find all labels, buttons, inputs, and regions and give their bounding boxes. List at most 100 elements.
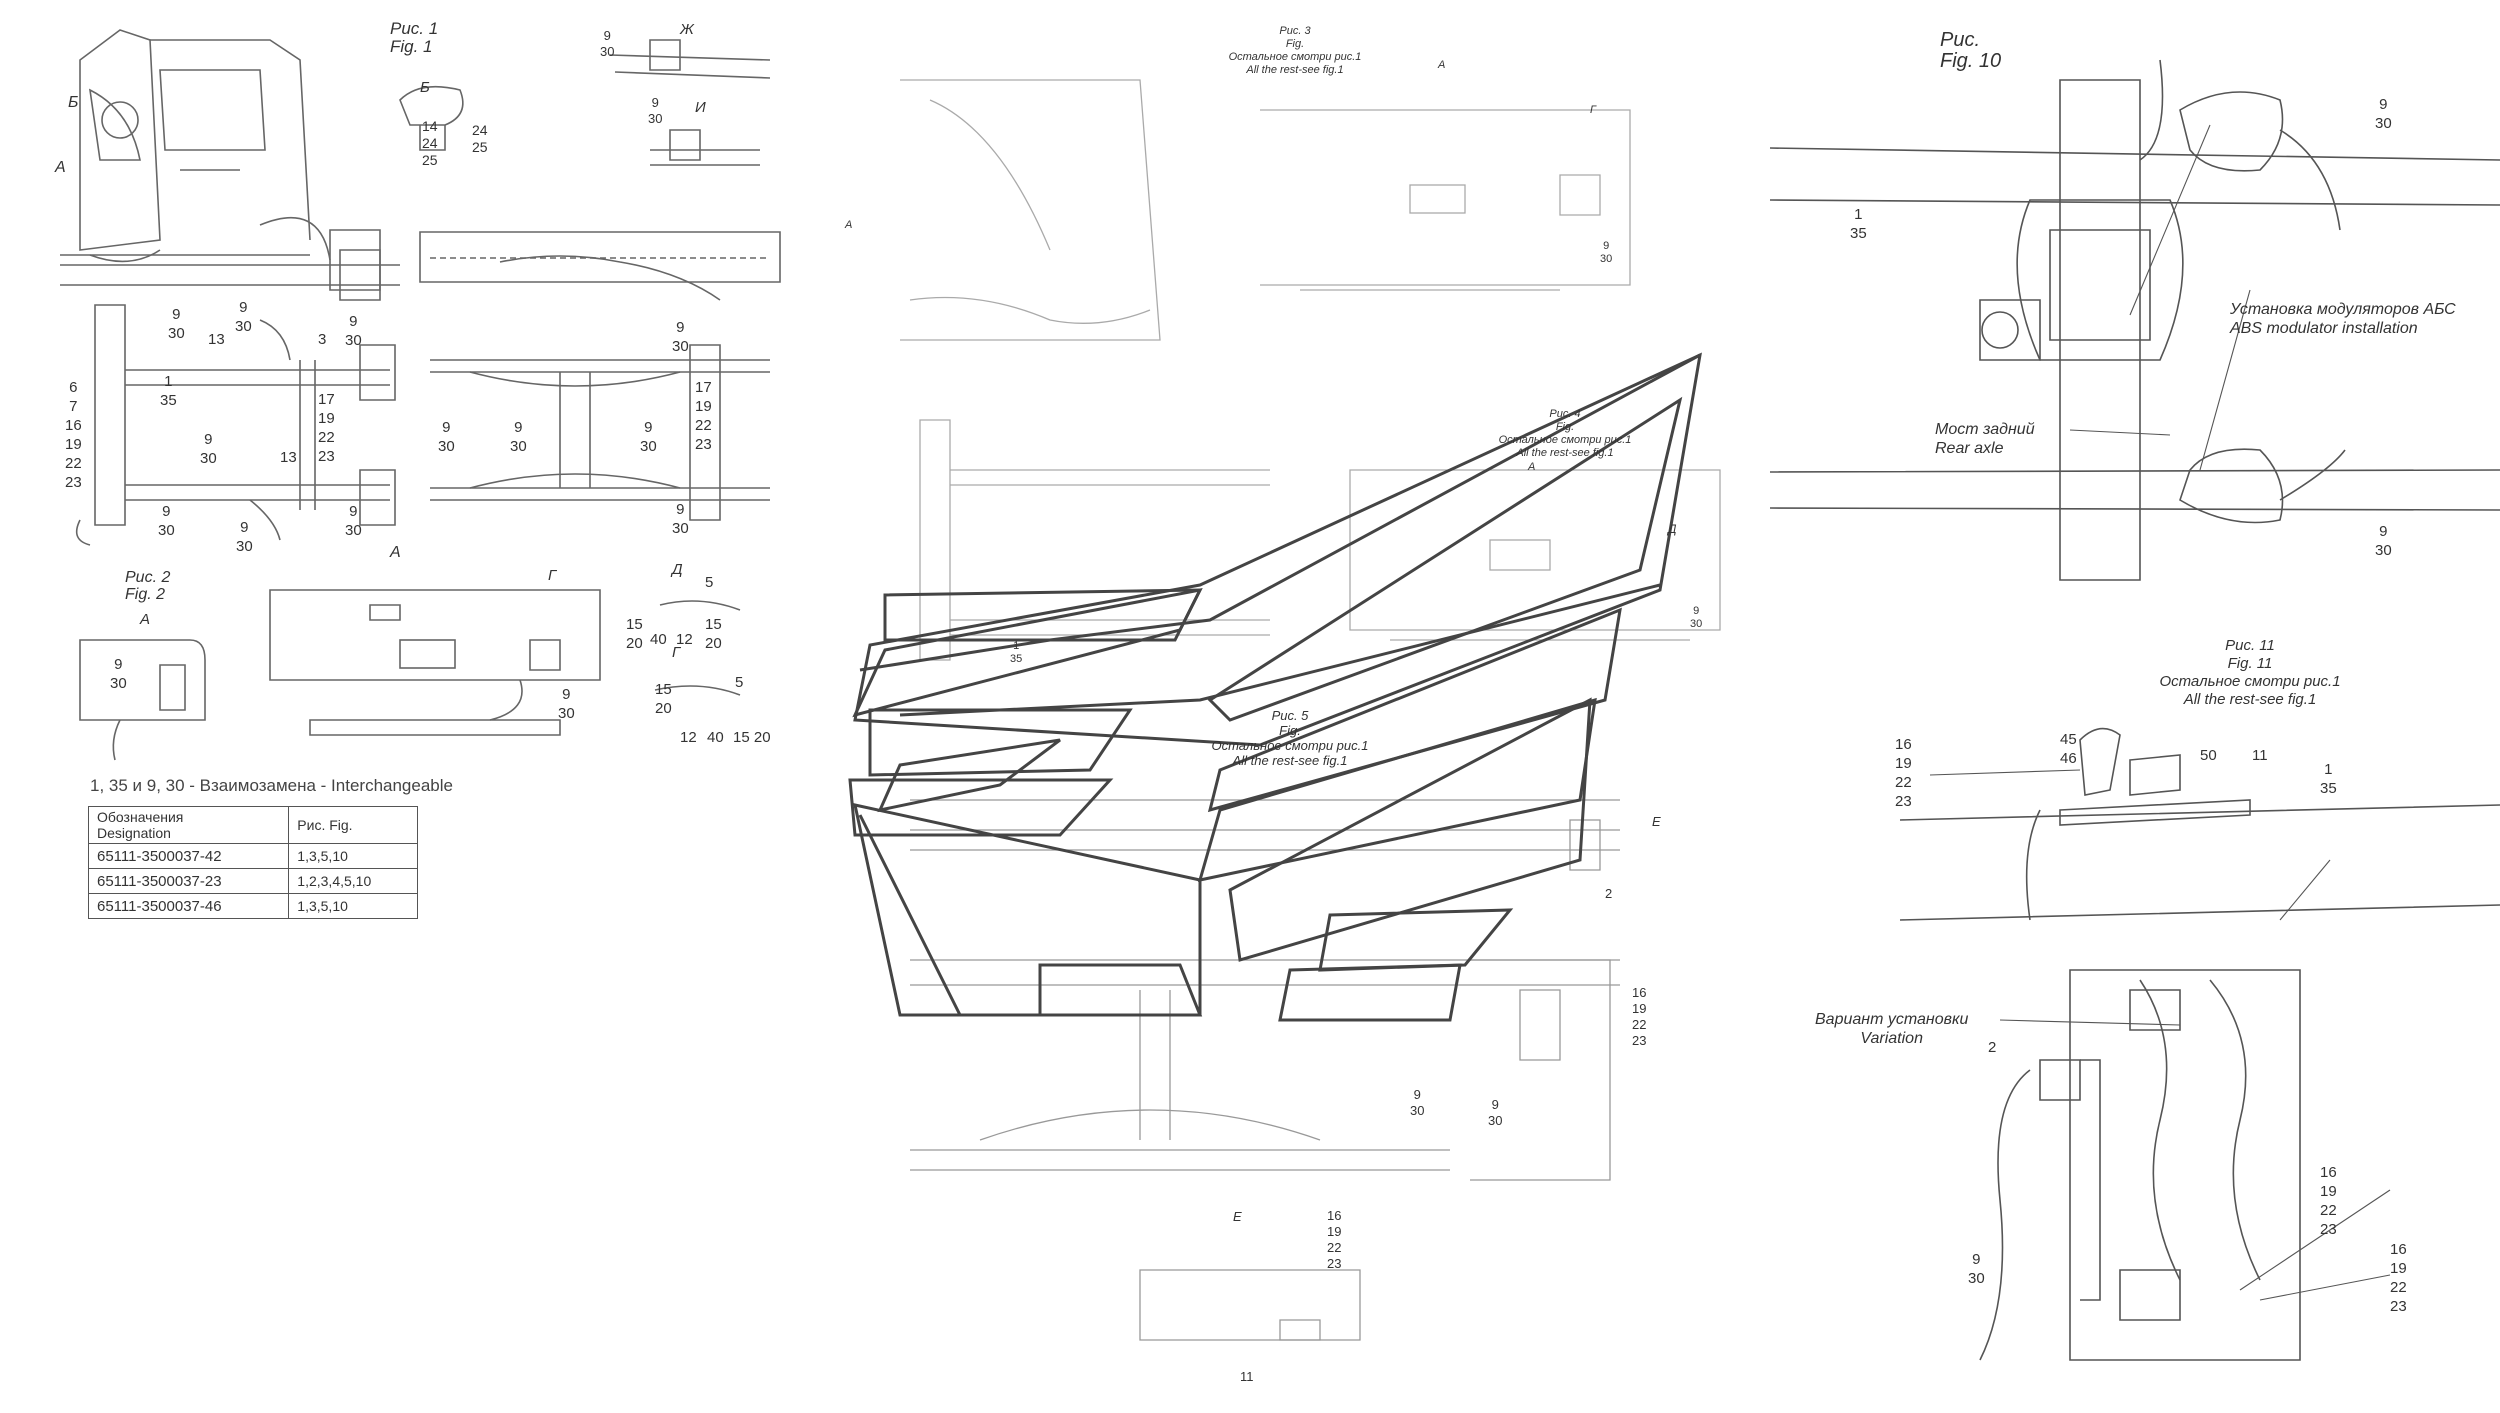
view-letter-a3: А	[140, 611, 151, 628]
callout-3: 3	[318, 331, 327, 348]
callout-9-30-a: 9 30	[168, 306, 185, 342]
table-header-fig: Рис. Fig.	[288, 806, 418, 844]
leader-lines	[1929, 124, 2391, 1301]
callout-9-30-fig10b: 9 30	[2375, 523, 2392, 559]
callout-1-35: 1 35	[160, 373, 177, 409]
callout-12: 12	[676, 631, 693, 648]
callout-15-20-c: 15 20	[655, 681, 672, 717]
callout-45-46: 45 46	[2060, 731, 2077, 767]
fig11-drawing	[1899, 727, 2500, 921]
table-cell: 1,3,5,10	[288, 843, 418, 869]
table-cell: 65111-3500037-42	[87, 843, 290, 869]
callout-2-fig5: 2	[1605, 886, 1613, 901]
cab-side-view	[60, 29, 381, 291]
callout-15-20-a: 15 20	[626, 616, 643, 652]
callout-11-fig5: 11	[1240, 1369, 1254, 1384]
detail-d-g	[654, 600, 741, 696]
bumper-view-g	[269, 589, 601, 736]
callout-40: 40	[650, 631, 667, 648]
callout-13: 13	[208, 331, 225, 348]
fig1-title: Рис. 1 Fig. 1	[390, 19, 439, 56]
callout-6-23: 6 7 16 19 22 23	[65, 379, 82, 491]
table-cell: 65111-3500037-23	[87, 868, 290, 894]
callout-50: 50	[2200, 747, 2217, 764]
callout-16-23-fig11a: 16 19 22 23	[1895, 736, 1912, 810]
callout-9-30-i: 9 30	[648, 95, 663, 126]
designation-table: Обозначения Designation Рис. Fig. 65111-…	[87, 806, 418, 919]
callout-15-20-b: 15 20	[705, 616, 722, 652]
view-letter-e: Е	[1652, 814, 1661, 829]
callout-9-30-c: 9 30	[345, 313, 362, 349]
callout-16-23-fig11c: 16 19 22 23	[2390, 1241, 2407, 1315]
rear-axle-label: Мост задний Rear axle	[1935, 421, 2035, 457]
view-letter-i: И	[695, 99, 706, 116]
callout-14-24-25: 14 24 25	[422, 118, 438, 168]
callout-9-30-e: 9 30	[158, 503, 175, 539]
fig10-title: Рис. Fig. 10	[1940, 29, 2002, 72]
fig3-drawing	[900, 79, 1631, 341]
callout-9-30-fig4: 9 30	[1690, 605, 1703, 630]
callout-9-30-b: 9 30	[235, 299, 252, 335]
table-cell: 65111-3500037-46	[87, 893, 290, 919]
callout-9-30-fig2: 9 30	[110, 656, 127, 692]
callout-9-30-j: 9 30	[438, 419, 455, 455]
callout-13b: 13	[280, 449, 297, 466]
callout-24-25: 24 25	[472, 122, 488, 155]
callout-12b: 12	[680, 729, 697, 746]
frame-top-view-fig1	[75, 304, 396, 546]
callout-9-30-g: 9 30	[345, 503, 362, 539]
fig5-title: Рис. 5 Fig. Остальное смотри рис.1 All t…	[1211, 708, 1369, 768]
callout-1-35-fig11: 1 35	[2320, 761, 2337, 797]
view-letter-g2: Г	[672, 644, 681, 661]
callout-9-30-g-view: 9 30	[558, 686, 575, 722]
callout-9-30-f: 9 30	[236, 519, 253, 555]
callout-17-23-b: 17 19 22 23	[695, 379, 712, 453]
callout-9-30-fig3: 9 30	[1600, 240, 1613, 265]
fig3-title: Рис. 3 Fig. Остальное смотри рис.1 All t…	[1228, 25, 1362, 76]
view-letter-zh: Ж	[680, 21, 694, 38]
callout-1-35-fig10: 1 35	[1850, 206, 1867, 242]
table-header-row: Обозначения Designation Рис. Fig.	[87, 806, 418, 844]
callout-9-30-fig5a: 9 30	[1410, 1087, 1425, 1118]
callout-2-fig11: 2	[1988, 1039, 1997, 1056]
callout-5b: 5	[735, 674, 744, 691]
callout-9-30-m: 9 30	[672, 501, 689, 537]
callout-9-30-fig11: 9 30	[1968, 1251, 1985, 1287]
callout-20: 15 20	[733, 729, 771, 746]
frame-top-view-fig1-right	[430, 344, 770, 521]
interchangeable-note: 1, 35 и 9, 30 - Взаимозамена - Interchan…	[90, 776, 453, 795]
fig10-rear-axle	[1769, 59, 2500, 581]
callout-9-30-h: 9 30	[672, 319, 689, 355]
callout-9-30-k: 9 30	[510, 419, 527, 455]
fig5-drawing	[910, 799, 1620, 1341]
fig11-title: Рис. 11 Fig. 11 Остальное смотри рис.1 A…	[2159, 637, 2341, 708]
view-letter-g3: Г	[1590, 104, 1596, 116]
table-cell: 1,3,5,10	[288, 893, 418, 919]
table-row: 65111-3500037-46 1,3,5,10	[87, 893, 418, 919]
callout-9-30-fig5b: 9 30	[1488, 1097, 1503, 1128]
fig11-variation-view	[1979, 969, 2301, 1361]
callout-9-30-l: 9 30	[640, 419, 657, 455]
view-letter-a5: А	[845, 219, 853, 231]
fig2-view-a	[79, 639, 206, 761]
callout-16-23-fig5b: 16 19 22 23	[1327, 1208, 1342, 1271]
callout-9-30-d: 9 30	[200, 431, 217, 467]
abs-modulator-label: Установка модуляторов АБС ABS modulator …	[2230, 301, 2456, 337]
callout-9-30-zh: 9 30	[600, 28, 615, 59]
callout-17-23: 17 19 22 23	[318, 391, 335, 465]
detail-zh	[609, 39, 771, 79]
callout-9-30-fig10a: 9 30	[2375, 96, 2392, 132]
fig4-drawing	[919, 419, 1721, 661]
view-letter-a6: А	[1528, 461, 1536, 473]
callout-11-fig11: 11	[2252, 747, 2268, 764]
callout-5: 5	[705, 574, 714, 591]
table-row: 65111-3500037-23 1,2,3,4,5,10	[87, 868, 418, 894]
variation-label: Вариант установки Variation	[1815, 1011, 1969, 1047]
callout-16-23-fig11b: 16 19 22 23	[2320, 1164, 2337, 1238]
view-letter-a2: А	[390, 544, 401, 561]
view-letter-g: Г	[548, 567, 557, 584]
view-letter-b: Б	[68, 94, 79, 111]
table-cell: 1,2,3,4,5,10	[288, 868, 418, 894]
detail-i	[650, 129, 760, 166]
